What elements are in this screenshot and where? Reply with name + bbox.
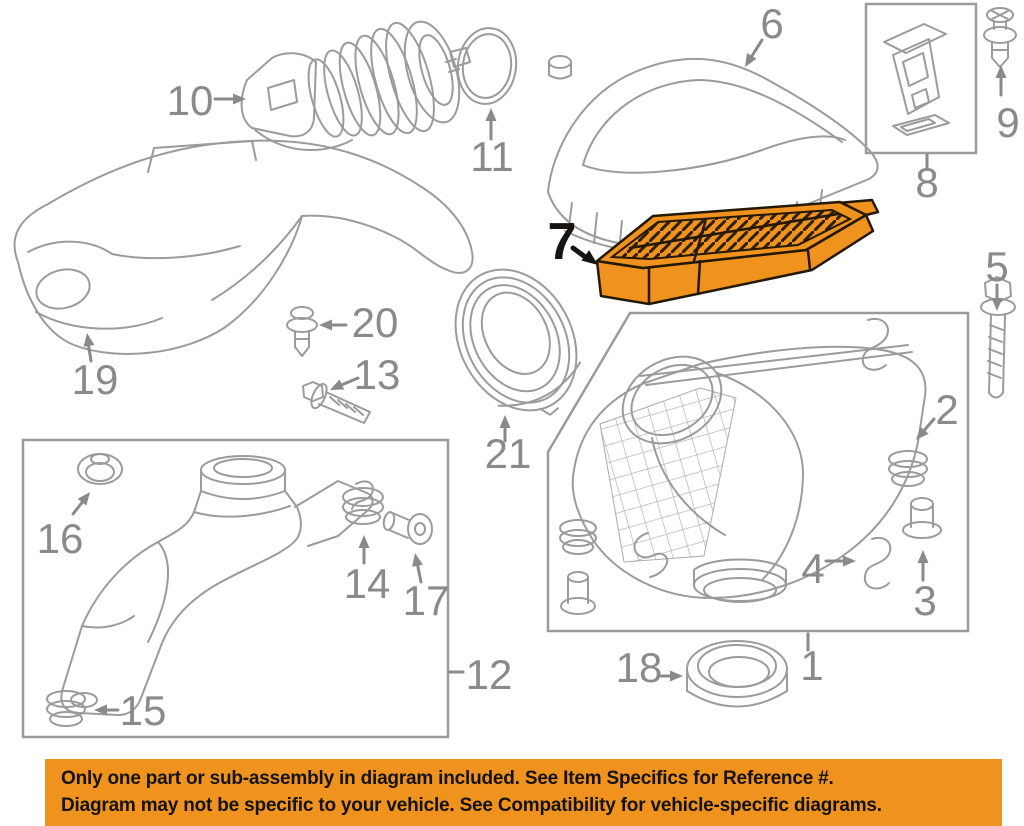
part-17-arrowhead: [412, 553, 423, 567]
part-6-label: 6: [760, 0, 783, 47]
part-11-label: 11: [470, 133, 514, 180]
part-13-bolt-drawing: [302, 381, 371, 424]
part-16-grommet-drawing: [77, 453, 123, 485]
part-3-arrowhead: [917, 550, 929, 563]
part-12-resonator-drawing: [60, 455, 374, 716]
part-14-arrowhead: [358, 535, 370, 548]
part-9-arrowhead: [995, 65, 1007, 78]
part-19-label: 19: [72, 356, 119, 403]
part-2-rubber-mount-drawing: [888, 450, 928, 487]
part-17-label: 17: [403, 577, 450, 624]
part-16-arrowhead: [77, 492, 90, 506]
part-13-arrowhead: [330, 379, 345, 390]
part-12-label: 12: [466, 651, 513, 698]
part-14-label: 14: [344, 560, 391, 607]
part-15-label: 15: [120, 687, 167, 734]
part-15-grommet-drawing: [46, 690, 86, 727]
part-3-label: 3: [913, 577, 936, 624]
part-6-arrowhead: [745, 53, 757, 67]
part-4-label: 4: [801, 545, 824, 592]
part-5-label: 5: [985, 243, 1008, 290]
part-11-arrowhead: [485, 108, 497, 121]
part-2-label: 2: [935, 386, 958, 433]
part-14-rubber-mount-drawing: [342, 487, 384, 525]
part-13-arrow: [337, 376, 360, 388]
part-7-air-filter-highlighted-drawing: [595, 198, 880, 306]
part-9-push-clip-drawing: [983, 7, 1017, 68]
part-4-bracket-drawing: [863, 536, 892, 590]
part-1-group-box: [546, 311, 970, 633]
part-3-rubber-cushion-drawing: [902, 497, 942, 539]
part-21-label: 21: [485, 430, 532, 477]
part-13-label: 13: [354, 351, 401, 398]
disclaimer-line-1: Only one part or sub-assembly in diagram…: [61, 768, 834, 789]
part-1-air-cleaner-housing-drawing: [559, 317, 927, 615]
callouts: 10 11 6 9 8 7 5 19 20 13 21 2: [37, 0, 1020, 734]
part-18-arrowhead: [670, 670, 683, 682]
part-16-label: 16: [37, 515, 84, 562]
part-21-arrowhead: [499, 415, 511, 428]
part-19-intake-duct-drawing: [13, 139, 474, 355]
part-18-seal-ring-drawing: [686, 640, 788, 708]
part-5-arrowhead: [991, 298, 1003, 311]
part-20-label: 20: [352, 299, 399, 346]
part-8-label: 8: [915, 159, 938, 206]
part-11-hose-clamp-drawing: [445, 27, 518, 105]
part-7-label: 7: [548, 213, 577, 271]
part-21-inlet-tube-drawing: [454, 268, 582, 416]
part-2-arrowhead: [916, 426, 929, 440]
part-20-clip-drawing: [286, 306, 318, 357]
part-20-arrowhead: [319, 319, 332, 331]
part-4-arrowhead: [843, 555, 856, 567]
part-8-air-flow-sensor-drawing: [864, 2, 978, 155]
part-18-label: 18: [616, 644, 663, 691]
exploded-parts-diagram: 10 11 6 9 8 7 5 19 20 13 21 2: [13, 0, 1020, 739]
part-10-label: 10: [167, 77, 214, 124]
part-19-arrowhead: [83, 333, 95, 347]
part-10-arrowhead: [233, 93, 246, 105]
part-6-arrow: [748, 38, 764, 61]
part-10-intake-hose-drawing: [240, 20, 461, 152]
part-12-group-box: [21, 438, 450, 739]
disclaimer-line-2: Diagram may not be specific to your vehi…: [61, 795, 882, 816]
part-17-bolt-drawing: [382, 511, 433, 545]
disclaimer-notice: Only one part or sub-assembly in diagram…: [45, 759, 1002, 826]
part-9-label: 9: [996, 99, 1019, 146]
part-7-arrowhead: [581, 250, 598, 265]
part-15-arrowhead: [94, 704, 107, 716]
part-1-label: 1: [800, 642, 823, 689]
